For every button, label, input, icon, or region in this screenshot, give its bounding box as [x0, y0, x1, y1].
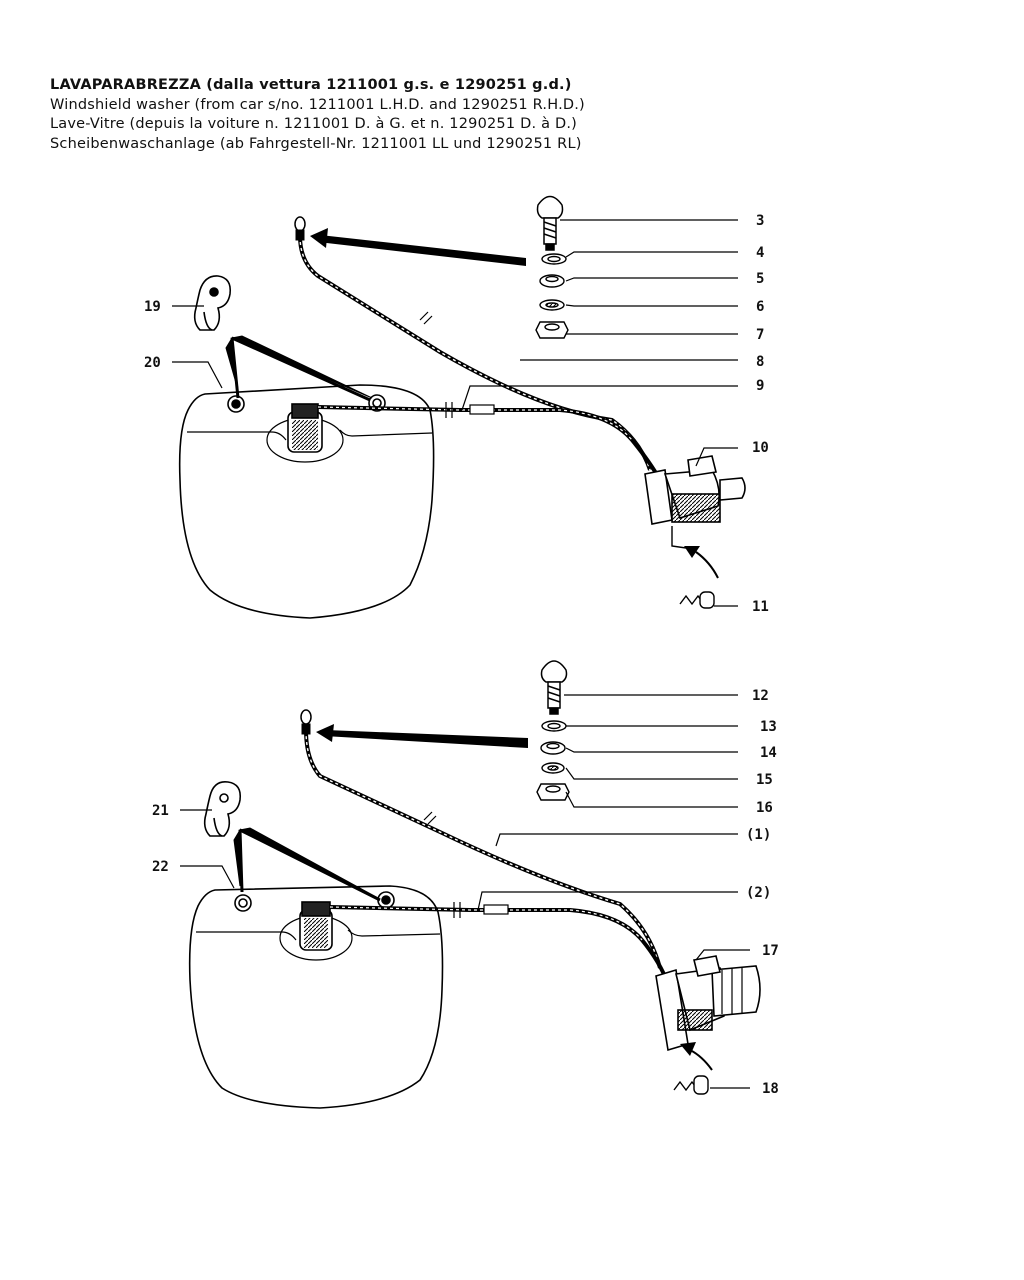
- top-assembly: 3 4 5 6 7 8 9 10 11 19 20: [144, 195, 769, 619]
- callout-13: 13: [760, 719, 777, 735]
- washer-6-top: [539, 299, 565, 311]
- nut-7-top: [535, 321, 569, 339]
- header-title-block: LAVAPARABREZZA (dalla vettura 1211001 g.…: [50, 76, 585, 154]
- callout-3: 3: [756, 213, 764, 229]
- leader-lines-bottom: [180, 694, 750, 1089]
- callout-1-paren: (1): [746, 827, 771, 843]
- washer-reservoir-bottom: [188, 885, 444, 1109]
- callout-22: 22: [152, 859, 169, 875]
- callout-14: 14: [760, 745, 777, 761]
- callout-15: 15: [756, 772, 773, 788]
- washer-hose-bottom: [300, 709, 662, 969]
- title-italian-sub: (dalla vettura 1211001 g.s. e 1290251 g.…: [206, 77, 572, 93]
- callout-8: 8: [756, 354, 764, 370]
- arrow-to-nozzle-top: [310, 228, 526, 266]
- washer-13-bottom: [541, 720, 567, 732]
- callout-10: 10: [752, 440, 769, 456]
- callouts-top: 3 4 5 6 7 8 9 10 11 19 20: [144, 213, 769, 615]
- arrow-to-pump-top: [684, 546, 719, 579]
- title-italian: LAVAPARABREZZA (dalla vettura 1211001 g.…: [50, 76, 585, 96]
- callout-7: 7: [756, 327, 764, 343]
- washer-15-bottom: [541, 762, 565, 774]
- mounting-screw-bottom: [673, 1075, 709, 1095]
- title-english: Windshield washer (from car s/no. 121100…: [50, 96, 585, 113]
- washer-reservoir-top: [178, 384, 435, 619]
- washer-4-top: [541, 253, 567, 265]
- callout-4: 4: [756, 245, 764, 261]
- title-french: Lave-Vitre (depuis la voiture n. 1211001…: [50, 116, 578, 132]
- washer-14-bottom: [540, 741, 566, 755]
- callout-16: 16: [756, 800, 773, 816]
- callouts-bottom: 12 13 14 15 16 (1) (2) 17 18 21 22: [152, 688, 779, 1097]
- nut-16-bottom: [536, 783, 570, 801]
- arrow-to-nozzle-bottom: [316, 724, 528, 748]
- hose-clip-bottom: [203, 780, 242, 837]
- washer-pump-top: [644, 455, 746, 549]
- title-german: Scheibenwaschanlage (ab Fahrgestell-Nr. …: [50, 135, 582, 152]
- washer-pump-bottom: [655, 955, 761, 1052]
- hose-clip-top: [193, 275, 232, 331]
- callout-12: 12: [752, 688, 769, 704]
- callout-6: 6: [756, 299, 764, 315]
- arrow-to-pump-bottom: [680, 1042, 713, 1071]
- suction-hose-bottom: [329, 902, 670, 985]
- washer-5-top: [539, 274, 565, 288]
- callout-2-paren: (2): [746, 885, 771, 901]
- callout-21: 21: [152, 803, 169, 819]
- suction-hose-top: [317, 402, 662, 481]
- nozzle-top: [536, 195, 564, 251]
- title-italian-main: LAVAPARABREZZA: [50, 77, 202, 93]
- callout-11: 11: [752, 599, 769, 615]
- mounting-pointer-top: [225, 335, 373, 402]
- callout-17: 17: [762, 943, 779, 959]
- bottom-assembly: 12 13 14 15 16 (1) (2) 17 18 21 22: [152, 660, 779, 1109]
- nozzle-bottom: [540, 660, 568, 715]
- callout-19: 19: [144, 299, 161, 315]
- mounting-pointer-bottom: [233, 827, 381, 902]
- callout-20: 20: [144, 355, 161, 371]
- leader-lines-top: [172, 219, 738, 607]
- callout-5: 5: [756, 271, 764, 287]
- callout-9: 9: [756, 378, 764, 394]
- callout-18: 18: [762, 1081, 779, 1097]
- mounting-screw-top: [679, 591, 715, 609]
